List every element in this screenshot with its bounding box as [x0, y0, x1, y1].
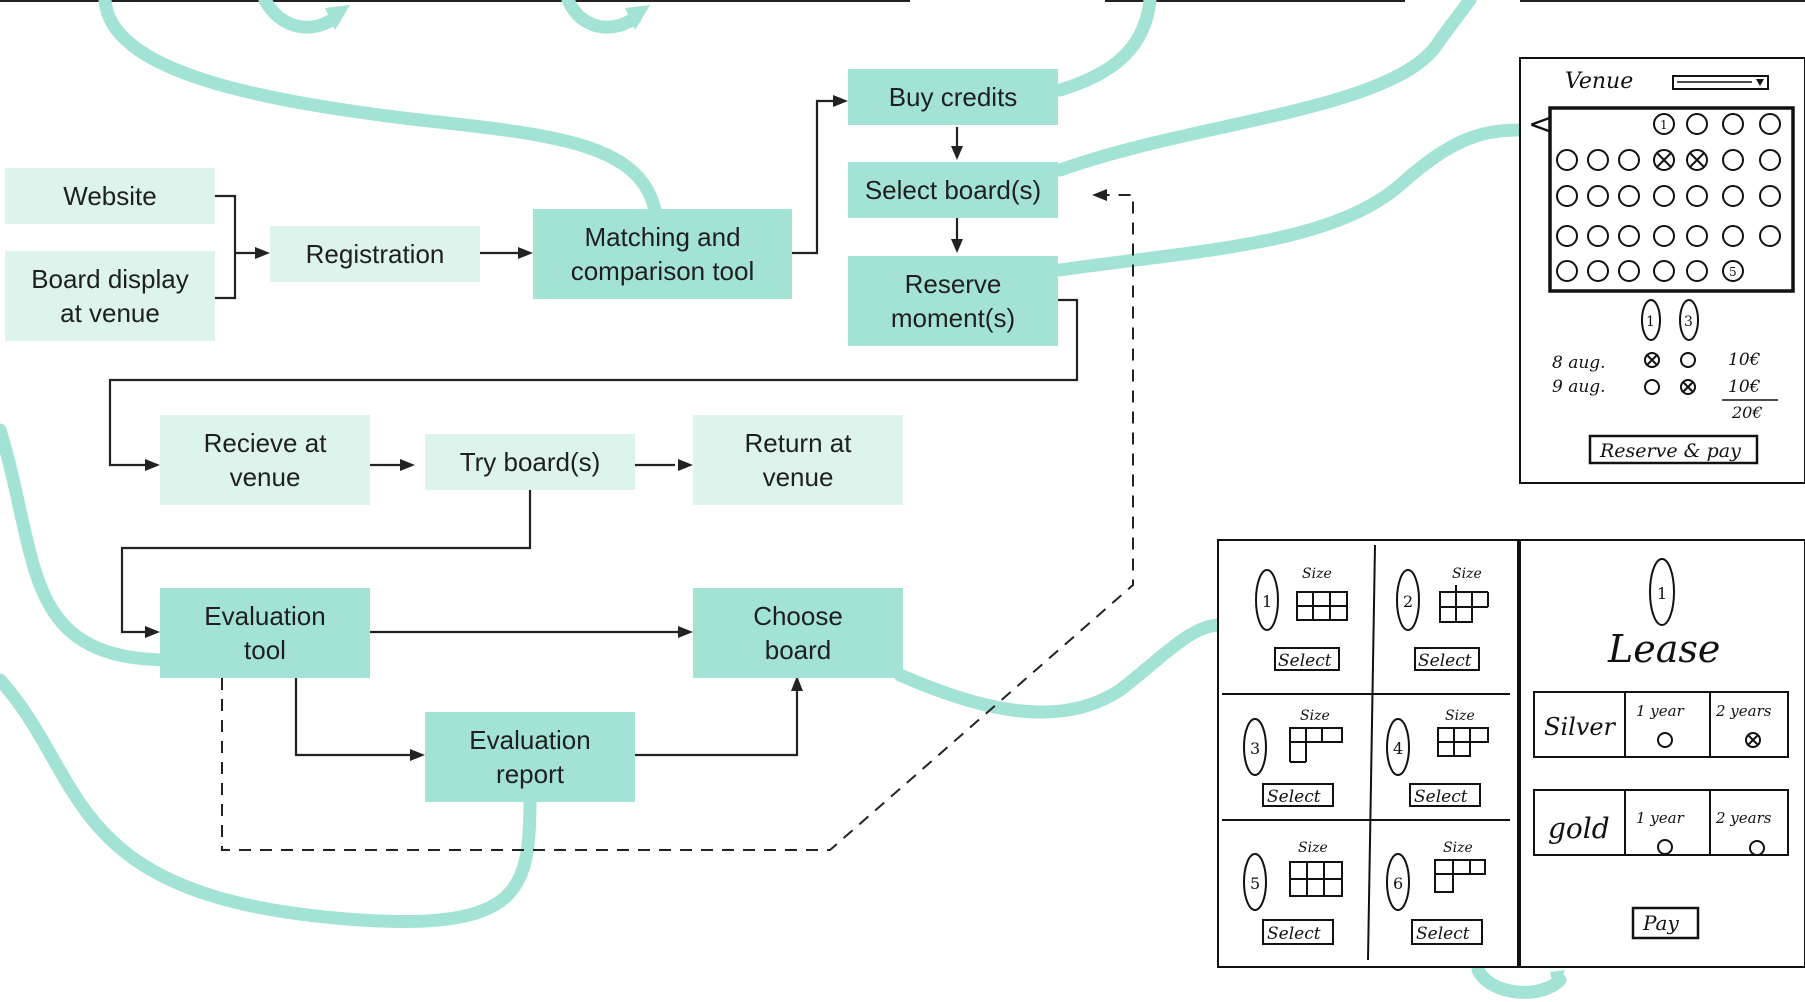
sketch-size-label-6: Size	[1443, 840, 1473, 856]
box-evaluation-report: Evaluation report	[425, 712, 635, 802]
sketch-select-cell-4: 4 Size Select	[1386, 708, 1489, 807]
sketch-size-label-1: Size	[1302, 566, 1332, 582]
box-select-boards: Select board(s)	[848, 162, 1058, 218]
box-return-at-venue: Return at venue	[693, 415, 903, 505]
sketch-cell-number-5: 5	[1250, 874, 1260, 893]
box-choose-board: Choose board	[693, 588, 903, 678]
sketch-tag-label-3: 3	[1684, 314, 1693, 330]
sketch-price-1: 10€	[1728, 350, 1761, 370]
box-try-boards: Try board(s)	[425, 434, 635, 490]
sketch-select-panel: 1 Size Select 2 Size Select 3 Size S	[1217, 539, 1519, 968]
sketch-price-total: 20€	[1731, 403, 1763, 422]
sketch-cell-number-6: 6	[1393, 874, 1403, 893]
sketch-board-grid	[1548, 106, 1795, 293]
sketch-select-label-1: Select	[1278, 651, 1332, 671]
sketch-select-label-6: Select	[1416, 924, 1470, 944]
sketch-lease-silver-2y: 2 years	[1715, 702, 1772, 720]
flow-arrows	[108, 99, 1079, 757]
sketch-price-2: 10€	[1728, 377, 1761, 397]
sketch-size-label-5: Size	[1298, 840, 1328, 856]
box-registration: Registration	[270, 226, 480, 282]
box-website: Website	[5, 168, 215, 224]
box-buy-credits: Buy credits	[848, 69, 1058, 125]
sketch-cell-number-2: 2	[1403, 592, 1413, 611]
sketch-select-label-3: Select	[1267, 787, 1321, 807]
sketch-board-circles	[1556, 113, 1781, 282]
sketch-lease-tag-label: 1	[1657, 584, 1667, 603]
box-evaluation-tool: Evaluation tool	[160, 588, 370, 678]
sketch-size-label-2: Size	[1452, 566, 1482, 582]
sketch-pay-label: Pay	[1642, 911, 1679, 935]
sketch-reserve-pay-label: Reserve & pay	[1599, 440, 1741, 462]
sketch-pay-button	[1631, 906, 1700, 940]
sketch-lease-gold-1y: 1 year	[1636, 809, 1685, 827]
sketch-size-label-3: Size	[1300, 708, 1330, 724]
swoosh-lines	[0, 0, 1567, 999]
sketch-board-tag-3	[1679, 299, 1699, 341]
sketch-select-cell-5: 5 Size Select	[1243, 840, 1343, 945]
sketch-board-tag-1	[1641, 299, 1661, 341]
sketch-lease-silver: Silver	[1544, 713, 1617, 741]
sketch-reserve-panel: Venue < 1 5 1 3 8 aug. 9 aug.	[1519, 57, 1805, 484]
box-board-display-at-venue: Board display at venue	[5, 251, 215, 341]
sketch-date-row-2: 9 aug.	[1552, 377, 1606, 397]
sketch-reserve-pay-button	[1588, 434, 1759, 465]
dashed-feedback-arrow	[221, 194, 1134, 851]
sketch-lease-gold: gold	[1548, 812, 1610, 845]
sketch-select-label-5: Select	[1267, 924, 1321, 944]
sketch-grid-number-1: 1	[1660, 118, 1668, 132]
sketch-lease-gold-2y: 2 years	[1715, 809, 1772, 827]
sketch-lease-panel: 1 Lease Silver gold 1 year 2 years 1 yea…	[1519, 539, 1805, 968]
sketch-cell-number-4: 4	[1393, 739, 1403, 758]
chevron-down-icon	[1756, 79, 1764, 86]
box-recieve-at-venue: Recieve at venue	[160, 415, 370, 505]
sketch-tag-label-1: 1	[1646, 314, 1655, 330]
sketch-lease-silver-1y: 1 year	[1636, 702, 1685, 720]
sketch-select-cell-2: 2 Size Select	[1396, 566, 1489, 671]
sketch-select-label-4: Select	[1414, 787, 1468, 807]
sketch-lease-title: Lease	[1607, 627, 1720, 671]
sketch-grid-number-5: 5	[1729, 265, 1737, 279]
swoosh-arrowheads	[325, 5, 1565, 992]
sketch-venue-label: Venue	[1565, 69, 1633, 94]
sketch-size-label-4: Size	[1445, 708, 1475, 724]
sketch-cell-number-1: 1	[1262, 592, 1272, 611]
sketch-lease-tag	[1649, 558, 1675, 626]
sketch-select-cell-1: 1 Size Select	[1255, 566, 1348, 671]
sketch-venue-dropdown	[1672, 75, 1769, 90]
arrowheads	[145, 95, 1107, 761]
sketch-select-cell-6: 6 Size Select	[1386, 840, 1486, 945]
sketch-date-circles	[1644, 352, 1696, 395]
sketch-select-cell-3: 3 Size Select	[1243, 708, 1343, 807]
box-matching-and-comparison-tool: Matching and comparison tool	[533, 209, 792, 299]
sketch-lease-table	[1533, 691, 1789, 856]
box-reserve-moments: Reserve moment(s)	[848, 256, 1058, 346]
sketch-select-label-2: Select	[1418, 651, 1472, 671]
sketch-date-row-1: 8 aug.	[1552, 353, 1606, 373]
sketch-cell-number-3: 3	[1250, 739, 1260, 758]
